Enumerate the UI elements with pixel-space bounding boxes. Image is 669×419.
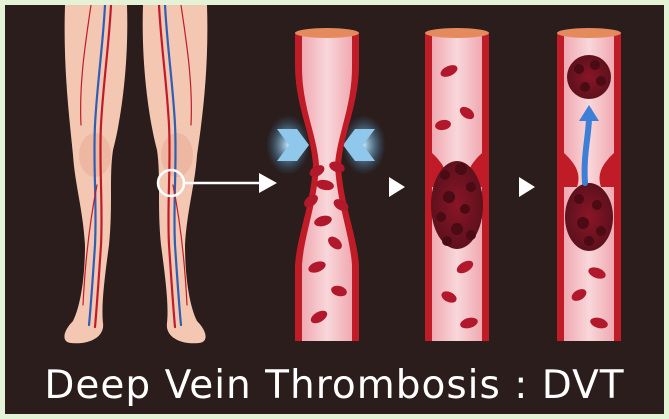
legs-illustration xyxy=(64,5,277,343)
pointer-arrowhead xyxy=(259,173,277,193)
vessel-1-top-opening xyxy=(295,28,359,38)
vessel-clot-forming xyxy=(425,28,489,341)
vessel-3-top-opening xyxy=(557,28,621,38)
vessel-3-embolus xyxy=(567,55,611,99)
vessel-2-clot xyxy=(431,161,483,249)
vessel-2-top-opening xyxy=(425,28,489,38)
illustration-canvas xyxy=(5,5,664,357)
vessel-embolism xyxy=(557,28,621,341)
progression-arrow-1-icon xyxy=(389,177,405,197)
dvt-illustration: Deep Vein Thrombosis : DVT xyxy=(5,5,664,414)
caption-title: Deep Vein Thrombosis : DVT xyxy=(5,357,664,414)
vessel-compressed xyxy=(266,28,386,341)
vessel-3-clot xyxy=(565,183,613,251)
progression-arrow-2-icon xyxy=(519,177,535,197)
